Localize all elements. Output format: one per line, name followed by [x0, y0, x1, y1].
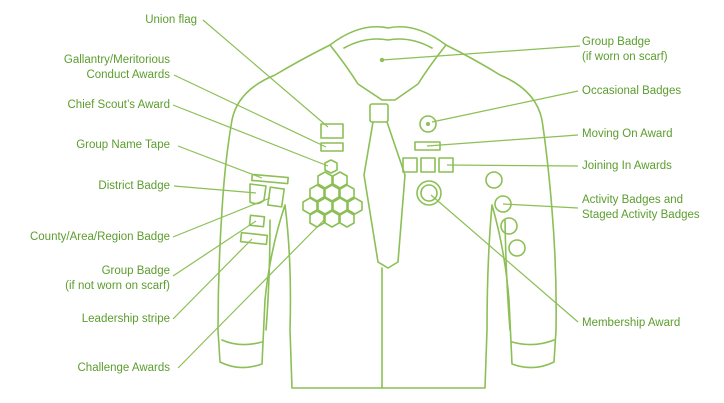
leadership-stripe-badge: [241, 233, 268, 245]
label-occasional-badges: Occasional Badges: [582, 84, 681, 99]
leader-chief-scout: [173, 105, 328, 166]
label-challenge-awards: Challenge Awards: [78, 361, 171, 376]
leader-moving-on: [427, 135, 578, 146]
leader-leadership-stripe: [173, 239, 252, 319]
scarf-inner: [344, 39, 432, 48]
leader-challenge-awards: [178, 219, 325, 368]
challenge-awards-hexagons: [303, 172, 362, 227]
leader-group-name-tape: [178, 146, 262, 178]
leader-activity-badges: [503, 204, 578, 208]
label-chief-scout: Chief Scout’s Award: [68, 98, 171, 113]
leader-group-badge-sleeve: [173, 221, 256, 276]
leader-district-badge: [174, 186, 256, 193]
label-group-name-tape: Group Name Tape: [76, 138, 170, 153]
scarf-collar: [330, 27, 446, 100]
right-sleeve-seam: [512, 340, 554, 345]
label-district-badge: District Badge: [98, 179, 170, 194]
label-joining-in-awards: Joining In Awards: [582, 159, 672, 174]
leader-joining-in: [447, 165, 578, 166]
scarf-tail: [364, 122, 405, 268]
left-sleeve-seam: [222, 340, 262, 345]
joining-in-awards-badges: [403, 158, 453, 172]
leader-group-badge-scarf: [382, 46, 580, 60]
label-membership-award: Membership Award: [582, 316, 680, 331]
leader-membership-award: [431, 195, 578, 322]
gallantry-award-badge: [321, 143, 343, 151]
county-badge: [268, 187, 284, 207]
union-flag-badge: [321, 124, 343, 138]
leader-occasional-badges: [432, 91, 578, 122]
chief-scout-award-badge: [325, 160, 337, 173]
group-badge-sleeve: [250, 215, 265, 226]
label-leadership-stripe: Leadership stripe: [82, 312, 170, 327]
shirt-outline: [218, 45, 556, 388]
label-county-badge: County/Area/Region Badge: [30, 230, 170, 245]
woggle: [370, 104, 388, 122]
label-group-badge-not-scarf: Group Badge(if not worn on scarf): [65, 264, 170, 294]
label-moving-on-award: Moving On Award: [582, 127, 673, 142]
label-group-badge-scarf: Group Badge(if worn on scarf): [582, 35, 668, 65]
leader-gallantry: [174, 75, 326, 147]
leader-union-flag: [203, 20, 328, 127]
label-union-flag: Union flag: [145, 13, 197, 28]
